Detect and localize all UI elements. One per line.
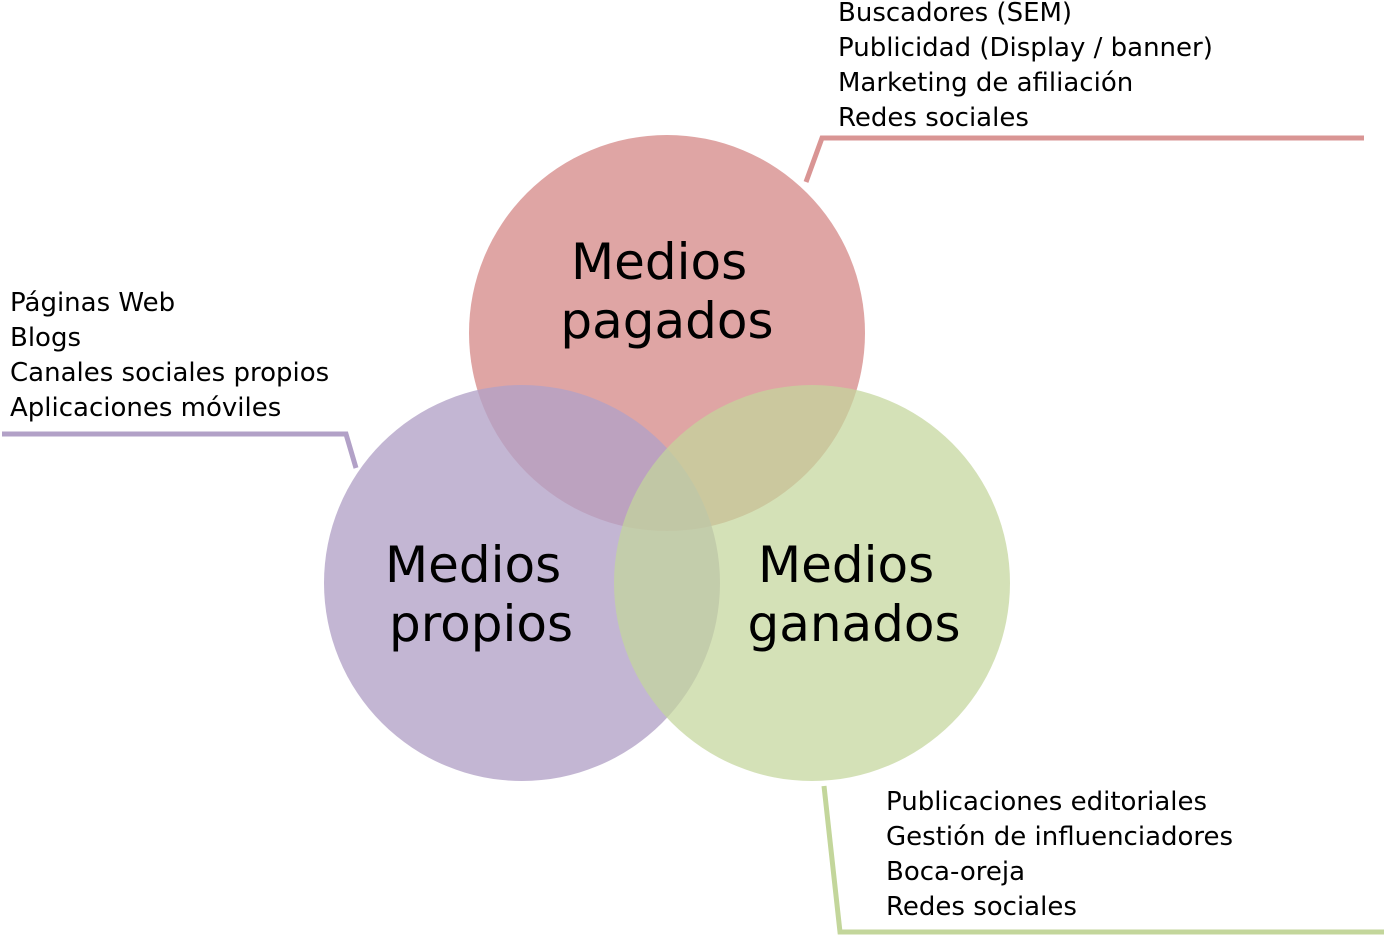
earned-connector — [821, 785, 1384, 935]
svg-text:Medios pagados: Medios pagados — [560, 233, 773, 350]
list-item: Redes sociales — [838, 103, 1029, 133]
paid-media-label-line2: pagados — [560, 292, 773, 350]
earned-media-label-line2: ganados — [747, 595, 960, 653]
list-item: Publicidad (Display / banner) — [838, 33, 1213, 63]
earned-media-label: Medios — [758, 536, 934, 594]
list-item: Aplicaciones móviles — [10, 393, 282, 423]
list-item: Buscadores (SEM) — [838, 0, 1073, 28]
owned-connector — [2, 431, 359, 469]
svg-text:Medios propios: Medios propios — [385, 536, 577, 653]
list-item: Páginas Web — [10, 288, 176, 318]
list-item: Boca-oreja — [886, 857, 1026, 887]
paid-media-list: Buscadores (SEM) Publicidad (Display / b… — [838, 0, 1213, 136]
list-item: Blogs — [10, 323, 82, 353]
list-item: Publicaciones editoriales — [886, 787, 1208, 817]
paid-connector — [803, 135, 1364, 183]
svg-text:Medios ganados: Medios ganados — [747, 536, 960, 653]
earned-media-list: Publicaciones editoriales Gestión de inf… — [886, 785, 1233, 925]
paid-media-label: Medios — [571, 233, 747, 291]
list-item: Redes sociales — [886, 892, 1077, 922]
list-item: Marketing de afiliación — [838, 68, 1134, 98]
list-item: Gestión de influenciadores — [886, 822, 1234, 852]
owned-media-label: Medios — [385, 536, 561, 594]
owned-media-label-line2: propios — [389, 595, 573, 653]
owned-media-circle — [324, 385, 720, 781]
owned-media-list: Páginas Web Blogs Canales sociales propi… — [10, 286, 329, 426]
earned-media-circle — [614, 385, 1010, 781]
list-item: Canales sociales propios — [10, 358, 330, 388]
